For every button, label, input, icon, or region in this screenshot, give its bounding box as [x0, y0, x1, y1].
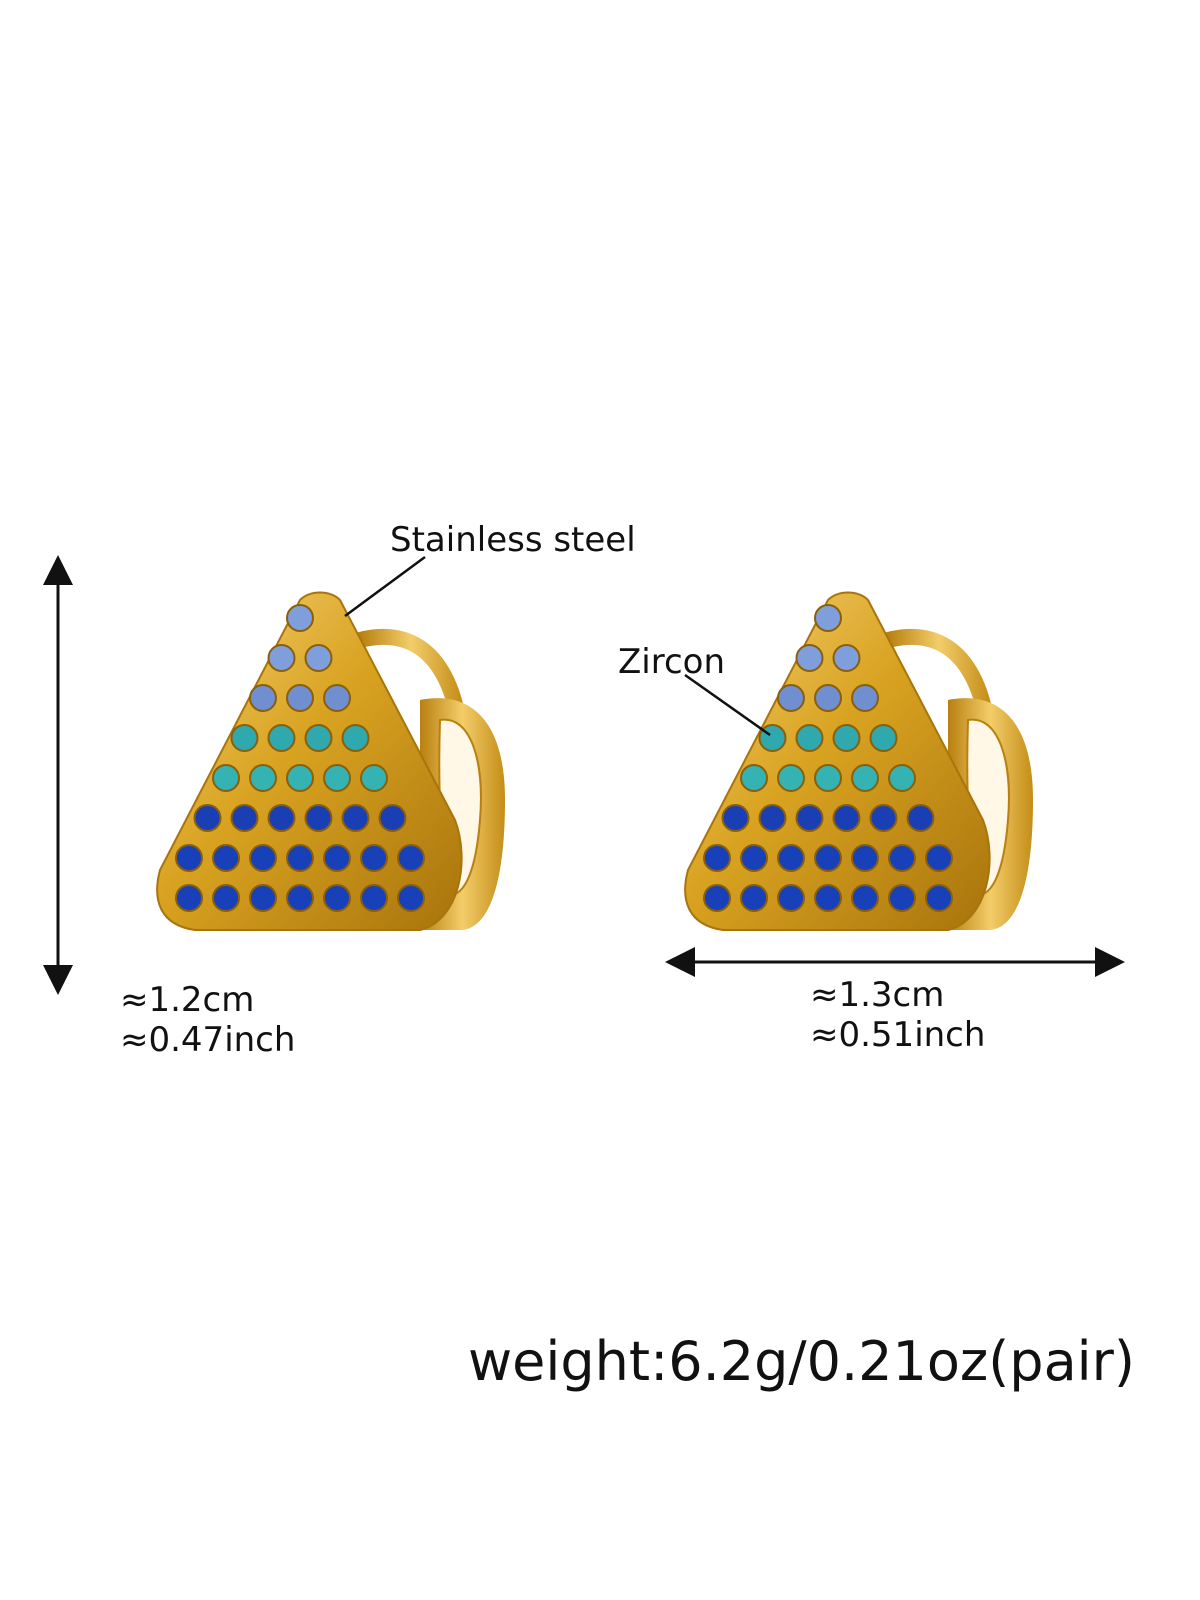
zircon-stone	[795, 644, 824, 672]
height-label: ≈1.2cm ≈0.47inch	[120, 980, 295, 1060]
zircon-stone	[175, 884, 203, 912]
zircon-stone	[888, 764, 916, 792]
zircon-stone	[360, 764, 388, 792]
zircon-stone	[795, 724, 824, 752]
zircon-stone	[304, 804, 333, 832]
zircon-stone	[267, 724, 296, 752]
zircon-stone	[758, 804, 787, 832]
zircon-stone	[925, 844, 953, 872]
callout-material: Stainless steel	[390, 520, 636, 560]
zircon-stone	[888, 884, 916, 912]
zircon-stone	[212, 764, 240, 792]
width-label: ≈1.3cm ≈0.51inch	[810, 975, 985, 1055]
zircon-stone	[851, 684, 879, 712]
zircon-stone	[814, 844, 842, 872]
zircon-stone	[323, 764, 351, 792]
zircon-stone	[814, 684, 842, 712]
zircon-stone	[740, 884, 768, 912]
zircon-stone	[721, 804, 750, 832]
zircon-stone	[851, 884, 879, 912]
zircon-stone	[814, 604, 842, 632]
zircon-stone	[286, 604, 314, 632]
zircon-stone	[851, 844, 879, 872]
zircon-stone	[193, 804, 222, 832]
zircon-stone	[832, 724, 861, 752]
weight-text: weight:6.2g/0.21oz(pair)	[468, 1330, 1135, 1393]
zircon-stone	[777, 764, 805, 792]
zircon-stone	[814, 764, 842, 792]
zircon-stone	[832, 644, 861, 672]
zircon-stone	[851, 764, 879, 792]
zircon-stone	[906, 804, 935, 832]
stone-pave-right	[703, 604, 953, 912]
zircon-stone	[212, 844, 240, 872]
earring-front-body	[156, 591, 463, 931]
zircon-stone	[286, 764, 314, 792]
height-inch: ≈0.47inch	[120, 1020, 296, 1060]
zircon-stone	[286, 884, 314, 912]
zircon-stone	[740, 764, 768, 792]
earring-right	[684, 591, 1033, 931]
zircon-stone	[795, 804, 824, 832]
zircon-stone	[703, 884, 731, 912]
zircon-stone	[378, 804, 407, 832]
zircon-stone	[230, 724, 259, 752]
zircon-stone	[832, 804, 861, 832]
callout-leader-stone	[684, 673, 771, 737]
zircon-stone	[267, 644, 296, 672]
width-cm: ≈1.3cm	[810, 975, 945, 1015]
zircon-stone	[777, 684, 805, 712]
zircon-stone	[397, 844, 425, 872]
zircon-stone	[249, 684, 277, 712]
zircon-stone	[869, 724, 898, 752]
zircon-stone	[175, 844, 203, 872]
zircon-stone	[323, 884, 351, 912]
zircon-stone	[397, 884, 425, 912]
zircon-stone	[323, 684, 351, 712]
stone-pave-left	[175, 604, 425, 912]
earring-left	[156, 591, 505, 931]
zircon-stone	[888, 844, 916, 872]
zircon-stone	[341, 724, 370, 752]
zircon-stone	[249, 844, 277, 872]
zircon-stone	[304, 724, 333, 752]
zircon-stone	[703, 844, 731, 872]
zircon-stone	[777, 884, 805, 912]
height-cm: ≈1.2cm	[120, 980, 255, 1020]
zircon-stone	[212, 884, 240, 912]
zircon-stone	[869, 804, 898, 832]
zircon-stone	[267, 804, 296, 832]
zircon-stone	[323, 844, 351, 872]
earring-front-body	[684, 591, 991, 931]
zircon-stone	[304, 644, 333, 672]
zircon-stone	[341, 804, 370, 832]
zircon-stone	[286, 684, 314, 712]
zircon-stone	[925, 884, 953, 912]
callout-stone: Zircon	[618, 642, 726, 682]
zircon-stone	[777, 844, 805, 872]
zircon-stone	[360, 884, 388, 912]
zircon-stone	[740, 844, 768, 872]
zircon-stone	[249, 884, 277, 912]
zircon-stone	[230, 804, 259, 832]
zircon-stone	[249, 764, 277, 792]
zircon-stone	[286, 844, 314, 872]
width-inch: ≈0.51inch	[810, 1015, 986, 1055]
zircon-stone	[814, 884, 842, 912]
zircon-stone	[360, 844, 388, 872]
callout-leader-material	[344, 555, 426, 618]
